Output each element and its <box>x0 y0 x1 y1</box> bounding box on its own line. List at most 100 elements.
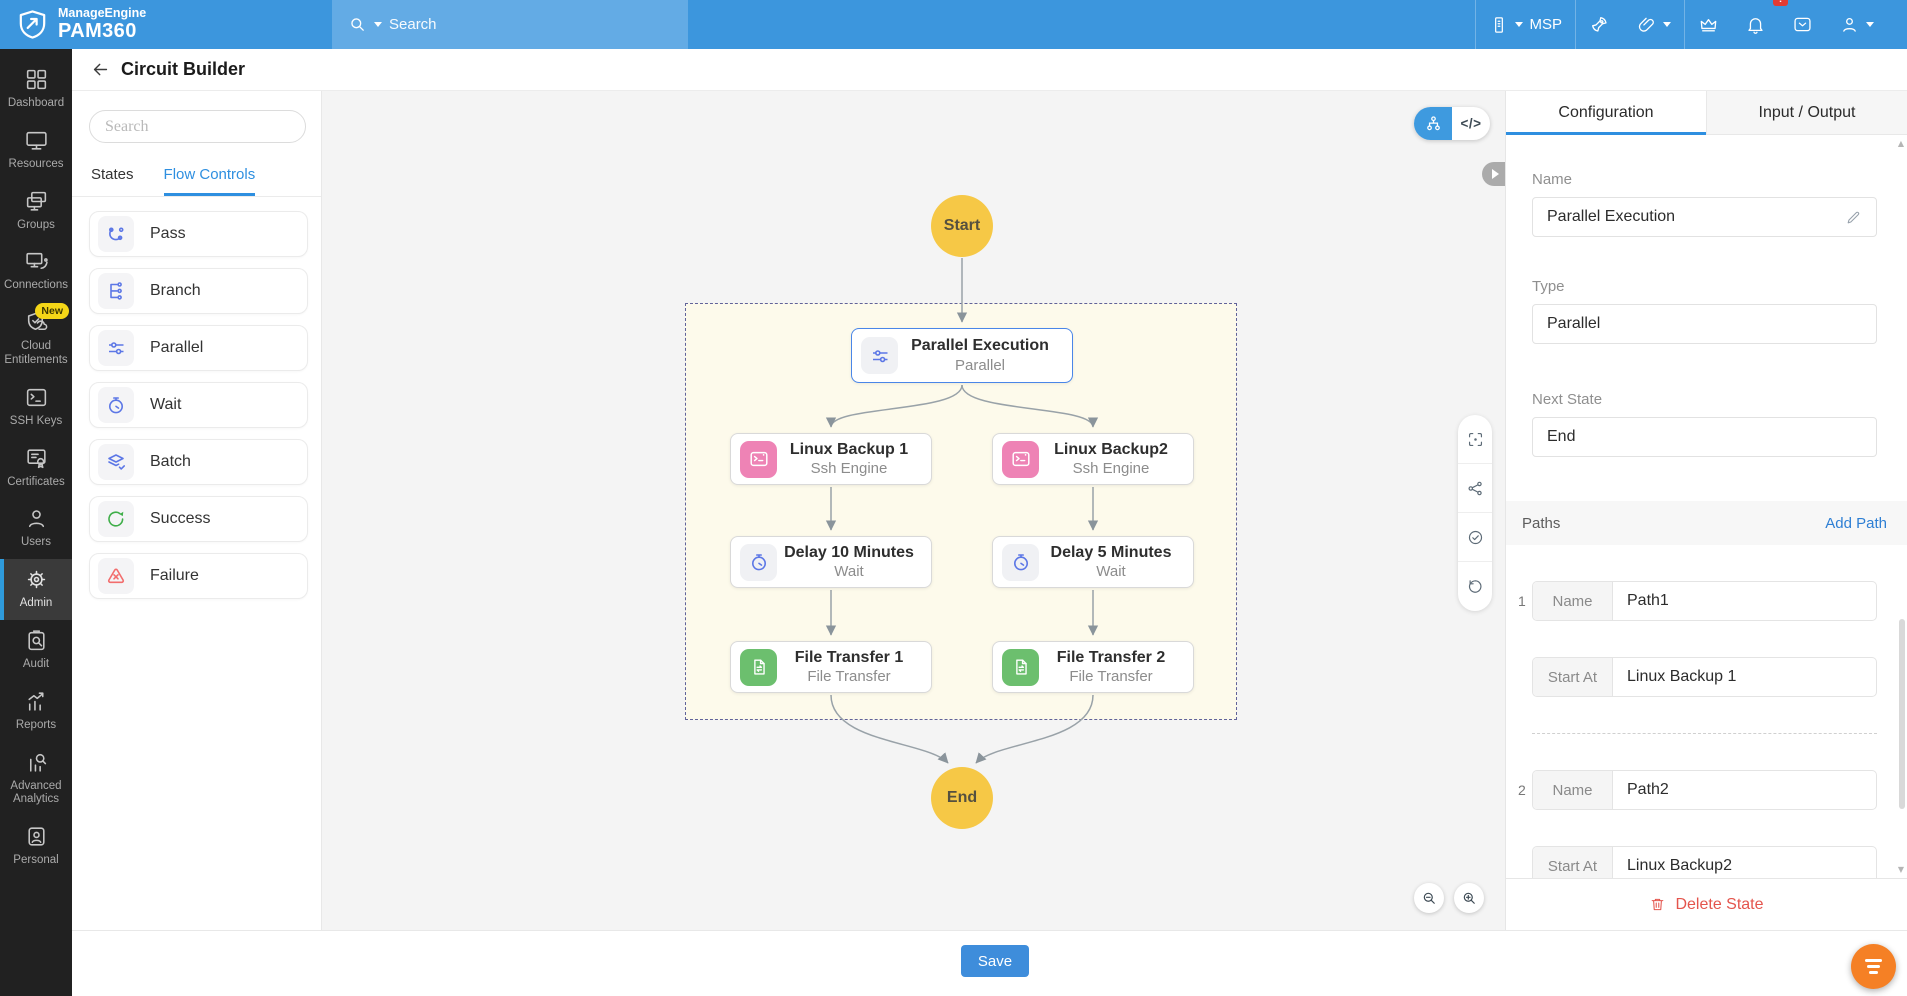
undo-rotate-icon <box>1468 580 1481 593</box>
flow-control-parallel[interactable]: Parallel <box>89 325 308 371</box>
flow-controls-list: Pass Branch Parallel Wait Batch <box>72 197 321 599</box>
tab-states[interactable]: States <box>91 166 134 183</box>
config-panel-body: Name Parallel Execution Type Parallel Ne… <box>1506 135 1907 878</box>
sidebar-item-dashboard[interactable]: Dashboard <box>0 59 72 120</box>
path2-start-at-field[interactable]: Start At Linux Backup2 <box>1532 846 1877 878</box>
path-index: 1 <box>1518 593 1526 609</box>
page-title: Circuit Builder <box>121 59 246 79</box>
resources-icon <box>25 131 47 150</box>
sidebar-item-reports[interactable]: Reports <box>0 681 72 742</box>
user-menu[interactable] <box>1826 0 1887 49</box>
sidebar-item-groups[interactable]: Groups <box>0 181 72 242</box>
tab-flow-controls[interactable]: Flow Controls <box>164 166 256 196</box>
attachments-menu[interactable] <box>1623 0 1684 49</box>
ssh-keys-icon <box>26 388 46 406</box>
sidebar-item-certificates[interactable]: Certificates <box>0 438 72 499</box>
inbox-button[interactable] <box>1779 0 1826 49</box>
divider <box>1684 0 1685 49</box>
analytics-icon <box>29 753 46 772</box>
sidebar-item-cloud-entitlements[interactable]: New Cloud Entitlements <box>4 303 69 366</box>
sidebar-item-personal[interactable]: Personal <box>0 816 72 877</box>
configuration-panel: Configuration Input / Output Name Parall… <box>1505 91 1907 930</box>
paths-header-label: Paths <box>1522 514 1561 532</box>
branch-icon <box>98 273 134 309</box>
workflow-canvas[interactable]: Start Parallel Execution Parallel Linux … <box>322 91 1505 930</box>
groups-icon <box>26 191 46 211</box>
flow-control-branch[interactable]: Branch <box>89 268 308 314</box>
path1-name-field[interactable]: Name Path1 <box>1532 581 1877 621</box>
search-input[interactable] <box>389 16 639 33</box>
name-field[interactable]: Parallel Execution <box>1532 197 1877 237</box>
premium-button[interactable] <box>1685 0 1732 49</box>
tab-input-output[interactable]: Input / Output <box>1706 91 1907 135</box>
flow-control-wait[interactable]: Wait <box>89 382 308 428</box>
auto-layout-button[interactable] <box>1458 464 1492 513</box>
diagram-view-button[interactable] <box>1414 107 1452 140</box>
type-field[interactable]: Parallel <box>1532 304 1877 344</box>
workflow-connectors <box>825 258 1099 764</box>
notifications-button[interactable]: ! <box>1732 0 1788 49</box>
end-node[interactable]: End <box>931 767 993 829</box>
node-file-transfer-1[interactable]: File Transfer 1 File Transfer <box>730 641 932 693</box>
path2-name-field[interactable]: Name Path2 <box>1532 770 1877 810</box>
delete-state-button[interactable]: Delete State <box>1506 878 1907 930</box>
node-file-transfer-2[interactable]: File Transfer 2 File Transfer <box>992 641 1194 693</box>
main-sidebar: Dashboard Resources Groups Connections N… <box>0 49 72 996</box>
sidebar-item-ssh-keys[interactable]: SSH Keys <box>0 377 72 438</box>
zoom-out-button[interactable] <box>1414 883 1444 913</box>
node-parallel-execution[interactable]: Parallel Execution Parallel <box>851 328 1073 383</box>
code-view-button[interactable]: </> <box>1460 116 1482 131</box>
palette-search-input[interactable] <box>105 117 290 136</box>
paths-section-header: Paths Add Path <box>1506 501 1907 545</box>
user-icon <box>1843 17 1856 32</box>
topbar-actions: MSP ! <box>1475 0 1907 49</box>
reset-button[interactable] <box>1458 562 1492 611</box>
flow-control-success[interactable]: Success <box>89 496 308 542</box>
next-state-field[interactable]: End <box>1532 417 1877 457</box>
crown-icon <box>1700 19 1717 32</box>
start-node[interactable]: Start <box>931 195 993 257</box>
add-path-link[interactable]: Add Path <box>1825 514 1887 532</box>
quick-launch-button[interactable] <box>1576 0 1623 49</box>
flow-control-batch[interactable]: Batch <box>89 439 308 485</box>
msp-menu[interactable]: MSP <box>1476 0 1575 49</box>
msp-label: MSP <box>1529 16 1562 33</box>
top-bar: ManageEngine PAM360 MSP ! <box>0 0 1907 49</box>
search-scope-caret-icon[interactable] <box>374 22 382 27</box>
wait-icon <box>98 387 134 423</box>
node-linux-backup-1[interactable]: Linux Backup 1 Ssh Engine <box>730 433 932 485</box>
sidebar-item-users[interactable]: Users <box>0 498 72 559</box>
sidebar-item-audit[interactable]: Audit <box>0 620 72 681</box>
rocket-icon <box>1592 17 1607 32</box>
flow-control-failure[interactable]: Failure <box>89 553 308 599</box>
zoom-in-icon <box>1463 892 1475 904</box>
validate-button[interactable] <box>1458 513 1492 562</box>
save-button[interactable]: Save <box>961 945 1029 977</box>
panel-scrollbar[interactable]: ▲ ▼ <box>1897 139 1906 874</box>
gear-icon <box>27 570 45 589</box>
pam360-shield-icon <box>16 8 49 41</box>
bell-icon <box>1748 18 1763 34</box>
quick-menu-fab[interactable] <box>1851 944 1896 989</box>
sidebar-item-connections[interactable]: Connections <box>0 241 72 302</box>
scrollbar-thumb[interactable] <box>1899 619 1905 809</box>
ssh-engine-icon <box>740 440 777 478</box>
sidebar-item-admin[interactable]: Admin <box>0 559 72 620</box>
zoom-in-button[interactable] <box>1454 883 1484 913</box>
path1-start-at-field[interactable]: Start At Linux Backup 1 <box>1532 657 1877 697</box>
back-button[interactable] <box>91 60 110 79</box>
node-delay-10-minutes[interactable]: Delay 10 Minutes Wait <box>730 536 932 588</box>
panel-collapse-handle[interactable] <box>1482 162 1505 186</box>
brand-line2: PAM360 <box>58 19 137 42</box>
sidebar-item-advanced-analytics[interactable]: Advanced Analytics <box>0 742 72 817</box>
fit-view-button[interactable] <box>1458 415 1492 464</box>
flow-control-pass[interactable]: Pass <box>89 211 308 257</box>
edit-pencil-icon[interactable] <box>1845 209 1862 226</box>
tab-configuration[interactable]: Configuration <box>1506 91 1706 135</box>
type-label: Type <box>1532 278 1565 295</box>
node-delay-5-minutes[interactable]: Delay 5 Minutes Wait <box>992 536 1194 588</box>
sidebar-item-resources[interactable]: Resources <box>0 120 72 181</box>
scroll-up-icon[interactable]: ▲ <box>1897 139 1905 148</box>
scroll-down-icon[interactable]: ▼ <box>1897 865 1905 874</box>
node-linux-backup2[interactable]: Linux Backup2 Ssh Engine <box>992 433 1194 485</box>
